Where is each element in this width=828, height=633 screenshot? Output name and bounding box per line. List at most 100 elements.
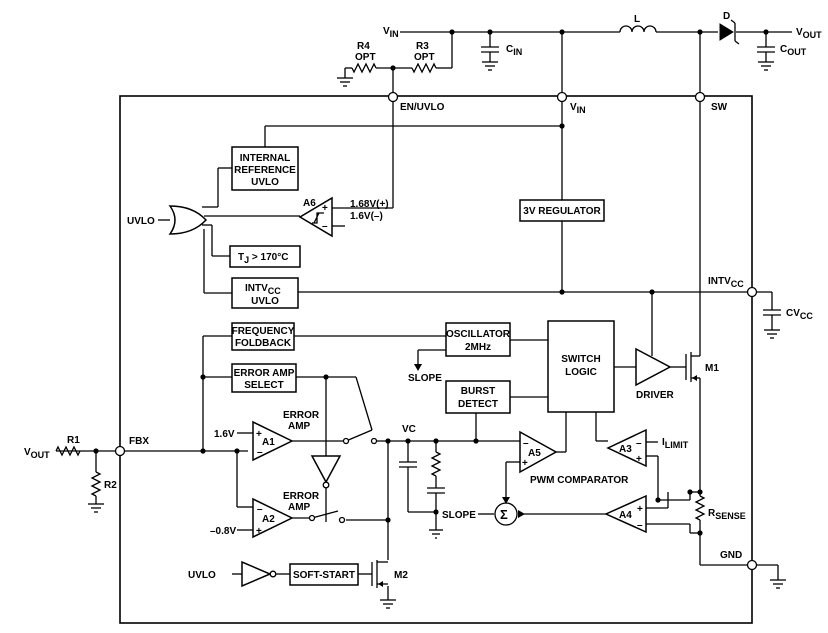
resistor-r3 <box>411 62 437 74</box>
resistor-r4 <box>351 62 377 74</box>
slope-sum-label: SLOPE <box>442 510 476 521</box>
uvlo-bottom-label: UVLO <box>188 570 216 581</box>
svg-text:INTVCC: INTVCC <box>245 283 281 296</box>
r3-opt-label: OPT <box>414 52 435 63</box>
switch-logic-block <box>547 320 615 413</box>
svg-text:DETECT: DETECT <box>458 399 498 410</box>
svg-text:INTERNAL: INTERNAL <box>240 153 291 164</box>
driver-label: DRIVER <box>636 390 675 401</box>
a6-label: A6 <box>303 198 316 209</box>
pin-fbx <box>114 445 126 457</box>
current-limit-comparator-a3 <box>606 428 647 468</box>
svg-text:TJ > 170°C: TJ > 170°C <box>238 252 288 265</box>
svg-text:FOLDBACK: FOLDBACK <box>235 338 292 349</box>
svg-text:AMP: AMP <box>288 502 311 513</box>
threshold-plus-label: 1.68V(+) <box>350 199 389 210</box>
mosfet-m1 <box>685 352 701 382</box>
vc-label: VC <box>402 424 416 435</box>
svg-text:UVLO: UVLO <box>251 177 279 188</box>
svg-text:BURST: BURST <box>461 386 495 397</box>
switch-a1 <box>345 429 373 442</box>
svg-text:+: + <box>256 526 262 537</box>
current-sense-amp-a4 <box>604 494 647 534</box>
3v-regulator-block <box>519 199 605 222</box>
error-amp-a1 <box>252 420 294 462</box>
diode-d <box>719 23 734 41</box>
pin-en-uvlo <box>387 91 399 103</box>
slope-oscillator-label: SLOPE <box>408 373 442 384</box>
vin-rail <box>337 19 792 97</box>
r1-label: R1 <box>67 435 80 446</box>
r3-label: R3 <box>416 41 429 52</box>
a5-label: A5 <box>528 448 541 459</box>
mosfet-m2 <box>371 560 388 588</box>
svg-text:+: + <box>637 504 643 515</box>
a4-label: A4 <box>619 510 632 521</box>
vout-top-label: VOUT <box>796 27 822 40</box>
diode-label: D <box>723 11 730 22</box>
error-amp-select-block <box>231 363 297 393</box>
svg-text:–: – <box>636 438 642 449</box>
ic-outline <box>119 95 753 624</box>
svg-text:LOGIC: LOGIC <box>565 367 597 378</box>
pin-en-uvlo-label: EN/UVLO <box>400 102 445 113</box>
svg-text:SWITCH: SWITCH <box>561 354 600 365</box>
ilimit-label: ILIMIT <box>662 437 689 450</box>
svg-text:UVLO: UVLO <box>251 296 279 307</box>
vout-left-label: VOUT <box>24 447 50 460</box>
pwm-comparator-label: PWM COMPARATOR <box>530 475 629 486</box>
upper-internal-wiring <box>158 101 781 356</box>
lower-internal-wiring <box>56 335 786 609</box>
svg-text:3V REGULATOR: 3V REGULATOR <box>523 206 601 217</box>
svg-text:–: – <box>257 504 263 515</box>
ref-1v6-label: 1.6V <box>214 429 235 440</box>
r4-opt-label: OPT <box>355 52 376 63</box>
error-amp-1-label: ERROR <box>283 410 320 421</box>
pin-fbx-label: FBX <box>129 436 149 447</box>
svg-text:SOFT-START: SOFT-START <box>293 570 355 581</box>
svg-text:–: – <box>637 520 643 531</box>
cout-label: COUT <box>780 44 807 57</box>
intvcc-uvlo-block <box>231 277 299 309</box>
switch-a2 <box>311 510 339 519</box>
driver-buffer <box>635 347 672 387</box>
frequency-foldback-block <box>231 322 295 351</box>
svg-text:+: + <box>522 458 528 469</box>
pin-intvcc <box>746 286 758 298</box>
m2-label: M2 <box>394 570 408 581</box>
pin-gnd <box>746 559 758 571</box>
pwm-comparator-a5 <box>519 430 558 474</box>
comparator-a6 <box>298 196 333 238</box>
burst-detect-block <box>445 380 511 414</box>
or-gate-uvlo <box>168 205 208 235</box>
error-amp-a2 <box>252 497 294 539</box>
internal-reference-uvlo-block <box>231 146 299 191</box>
inductor-label: L <box>634 14 640 25</box>
pin-sw-label: SW <box>711 102 728 113</box>
pin-intvcc-label: INTVCC <box>708 276 744 289</box>
svg-text:–: – <box>523 438 529 449</box>
svg-text:REFERENCE: REFERENCE <box>234 165 296 176</box>
svg-text:OSCILLATOR: OSCILLATOR <box>446 329 511 340</box>
m1-label: M1 <box>705 363 719 374</box>
pin-sw <box>694 91 706 103</box>
a3-label: A3 <box>619 444 632 455</box>
svg-text:ERROR AMP: ERROR AMP <box>234 368 295 379</box>
cvcc-label: CVCC <box>786 308 813 321</box>
ref-neg0v8-label: –0.8V <box>210 526 236 537</box>
thermal-shutdown-block <box>229 245 301 268</box>
svg-text:2MHz: 2MHz <box>465 342 491 353</box>
soft-start-block <box>289 563 359 586</box>
svg-text:+: + <box>322 203 328 214</box>
svg-text:SELECT: SELECT <box>244 380 283 391</box>
a1-label: A1 <box>262 437 275 448</box>
uvlo-buffer <box>241 560 272 588</box>
a2-label: A2 <box>262 514 275 525</box>
svg-text:+: + <box>256 429 262 440</box>
pin-vin <box>556 91 568 103</box>
inverter-select <box>310 455 342 484</box>
uvlo-output-label: UVLO <box>127 216 155 227</box>
error-amp-2-label: ERROR <box>283 491 320 502</box>
sigma-symbol: Σ <box>500 507 508 522</box>
cin-label: CIN <box>506 44 522 57</box>
